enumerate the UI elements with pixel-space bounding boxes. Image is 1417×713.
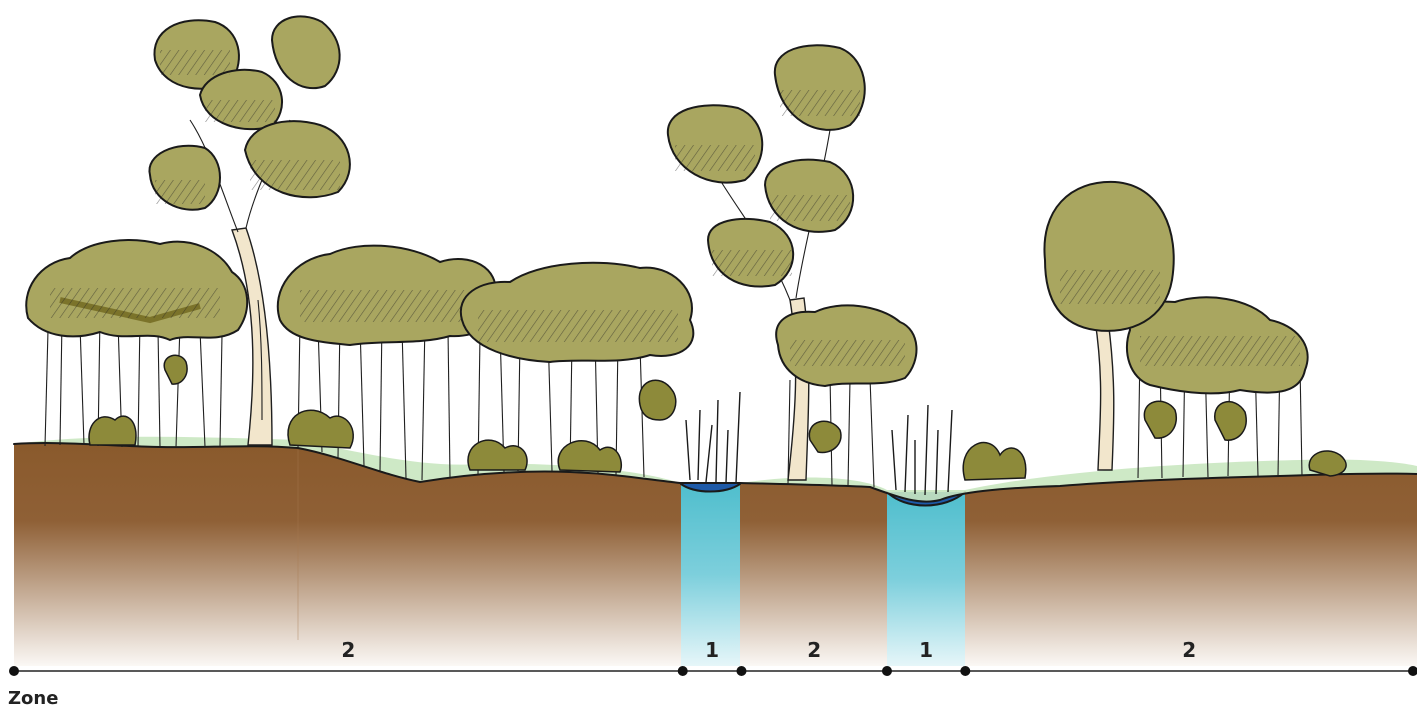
crown-tree-3	[1044, 182, 1173, 331]
zone-label-3: 2	[807, 638, 821, 662]
zone-label-5: 2	[1182, 638, 1196, 662]
zone-boundary-marker	[1408, 666, 1417, 676]
canopy-mid	[461, 263, 694, 362]
zone-boundary-marker	[960, 666, 970, 676]
zone-boundary-marker	[9, 666, 19, 676]
zone-boundary-marker	[882, 666, 892, 676]
canopy-center	[776, 305, 916, 386]
zone-boundary-marker	[678, 666, 688, 676]
axis-title: Zone	[8, 688, 58, 709]
zone-label-1: 2	[341, 638, 355, 662]
canopy-left	[26, 240, 247, 340]
zone-label-4: 1	[919, 638, 933, 662]
zone-boundary-marker	[736, 666, 746, 676]
zone-label-2: 1	[705, 638, 719, 662]
canopy-mid-left	[278, 246, 497, 345]
tree-icon	[1095, 320, 1114, 470]
